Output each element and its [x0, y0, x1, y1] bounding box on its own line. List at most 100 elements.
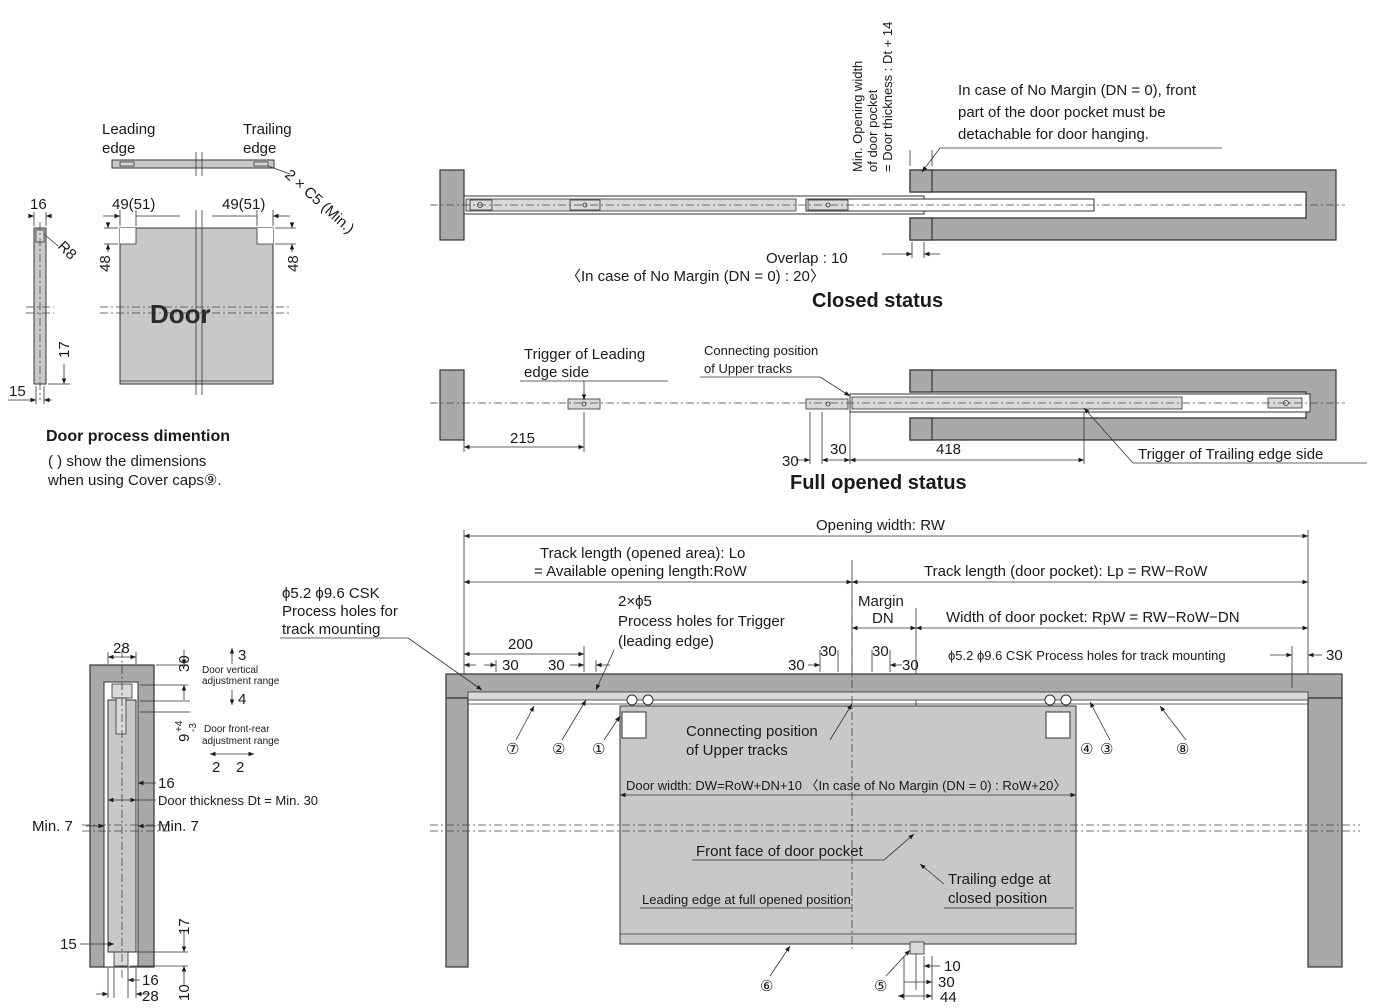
hanger-left: [621, 711, 647, 739]
dim-30-3: 30: [788, 657, 805, 674]
dim-3: 3: [238, 647, 246, 664]
upper-track: [467, 691, 1309, 701]
csk-left-3: track mounting: [282, 621, 380, 638]
closed-status-title: Closed status: [812, 290, 943, 312]
dim-4: 4: [238, 691, 246, 708]
dim-49-right: 49(51): [222, 196, 265, 213]
dim-418: 418: [936, 441, 961, 458]
door-top-edge: [111, 159, 275, 169]
dim-15: 15: [9, 383, 26, 400]
dim-48-right: 48: [285, 255, 302, 272]
overlap-label: Overlap : 10: [766, 250, 848, 267]
trailing-edge-label-2: edge: [243, 140, 276, 157]
dim-200: 200: [508, 636, 533, 653]
opened-wall-left: [439, 369, 465, 441]
closed-status-view: Min. Opening width of door pocket = Door…: [430, 22, 1345, 312]
fr-adj-1: Door front-rear: [204, 724, 270, 735]
track-opened-2: = Available opening length:RoW: [534, 563, 748, 580]
min7-left: Min. 7: [32, 818, 73, 835]
dim-215: 215: [510, 430, 535, 447]
cover-caps-note-1: ( ) show the dimensions: [48, 453, 206, 470]
door-process-view: Leading edge Trailing edge 2 × C5 (Min.)…: [8, 121, 357, 489]
no-margin-note-1: In case of No Margin (DN = 0), front: [958, 82, 1197, 99]
dim-10-side: 10: [176, 984, 193, 1001]
trailing-closed-2: closed position: [948, 890, 1047, 907]
full-opened-view: Trigger of Leading edge side Connecting …: [430, 343, 1367, 494]
min7-right: Min. 7: [158, 818, 199, 835]
cover-caps-note-2: when using Cover caps⑨.: [47, 472, 222, 489]
part-7: ⑦: [506, 741, 519, 758]
dim-30a: 30: [782, 453, 799, 470]
dim-17-side: 17: [176, 918, 193, 935]
trailing-edge-label-1: Trailing: [243, 121, 292, 138]
margin-label-1: Margin: [858, 593, 904, 610]
csk-left-1: ϕ5.2 ϕ9.6 CSK: [282, 585, 380, 602]
dim-16-side: 16: [158, 775, 175, 792]
dim-15-side: 15: [60, 936, 77, 953]
part-3: ③: [1100, 741, 1113, 758]
dim-17: 17: [56, 341, 73, 358]
front-jamb-left: [445, 697, 469, 968]
dim-2a: 2: [212, 759, 220, 776]
fr-adj-2: adjustment range: [202, 736, 280, 747]
dim-28-top: 28: [113, 640, 130, 657]
dim-16b: 16: [142, 972, 159, 989]
dim-16: 16: [30, 196, 47, 213]
dim-49-left: 49(51): [112, 196, 155, 213]
dim-44-front: 44: [940, 989, 957, 1003]
part-5: ⑤: [874, 978, 887, 995]
front-view: Opening width: RW Track length (opened a…: [280, 517, 1360, 1006]
door-thickness: Door thickness Dt = Min. 30: [158, 793, 318, 808]
dim-30-2: 30: [548, 657, 565, 674]
dim-9-tol2: -3: [188, 723, 199, 732]
connecting-upper-2: of Upper tracks: [704, 361, 793, 376]
dim-30-6: 30: [902, 657, 919, 674]
trailing-closed-1: Trailing edge at: [948, 871, 1052, 888]
no-margin-note-3: detachable for door hanging.: [958, 126, 1149, 143]
min-opening-3: = Door thickness : Dt + 14: [880, 22, 895, 172]
trigger-trailing: Trigger of Trailing edge side: [1138, 446, 1323, 463]
min-opening-1: Min. Opening width: [850, 61, 865, 172]
dim-30-right: 30: [1326, 647, 1343, 664]
door-width: Door width: DW=RoW+DN+10 〈In case of No …: [626, 778, 1066, 793]
min-opening-2: of door pocket: [865, 89, 880, 172]
door-process-title: Door process dimention: [46, 428, 230, 445]
dim-30b: 30: [830, 441, 847, 458]
side-section-view: 28 30 3 Door vertical adjustment range 4…: [32, 640, 318, 1005]
leading-edge-label-1: Leading: [102, 121, 155, 138]
chamfer-label: 2 × C5 (Min.): [281, 166, 357, 237]
part-4: ④: [1080, 741, 1093, 758]
leading-edge-label-2: edge: [102, 140, 135, 157]
part-8: ⑧: [1176, 741, 1189, 758]
track-pocket: Track length (door pocket): Lp = RW−RoW: [924, 563, 1208, 580]
trigger-holes-3: (leading edge): [618, 633, 714, 650]
dim-9: 9: [176, 734, 193, 742]
vert-adj-1: Door vertical: [202, 665, 258, 676]
door-label: Door: [150, 299, 211, 329]
dim-30-4: 30: [820, 643, 837, 660]
dim-30-5: 30: [872, 643, 889, 660]
csk-left-2: Process holes for: [282, 603, 398, 620]
trigger-leading-1: Trigger of Leading: [524, 346, 645, 363]
hanger-right: [1045, 711, 1071, 739]
trigger-holes-1: 2×ϕ5: [618, 593, 652, 610]
floor-guide: [909, 941, 925, 955]
connecting-front-2: of Upper tracks: [686, 742, 788, 759]
csk-right: ϕ5.2 ϕ9.6 CSK Process holes for track mo…: [948, 648, 1226, 663]
front-jamb-right: [1307, 697, 1343, 968]
part-6: ⑥: [760, 978, 773, 995]
margin-label-2: DN: [872, 610, 894, 627]
front-face-label: Front face of door pocket: [696, 843, 864, 860]
dim-48-left: 48: [97, 255, 114, 272]
part-2: ②: [552, 741, 565, 758]
no-margin-note-2: part of the door pocket must be: [958, 104, 1166, 121]
vert-adj-2: adjustment range: [202, 676, 280, 687]
pocket-width: Width of door pocket: RpW = RW−RoW−DN: [946, 609, 1240, 626]
full-opened-title: Full opened status: [790, 472, 967, 494]
part-1: ①: [592, 741, 605, 758]
track-opened-1: Track length (opened area): Lo: [540, 545, 745, 562]
dim-10-front: 10: [944, 958, 961, 975]
dim-r8: R8: [54, 238, 80, 264]
